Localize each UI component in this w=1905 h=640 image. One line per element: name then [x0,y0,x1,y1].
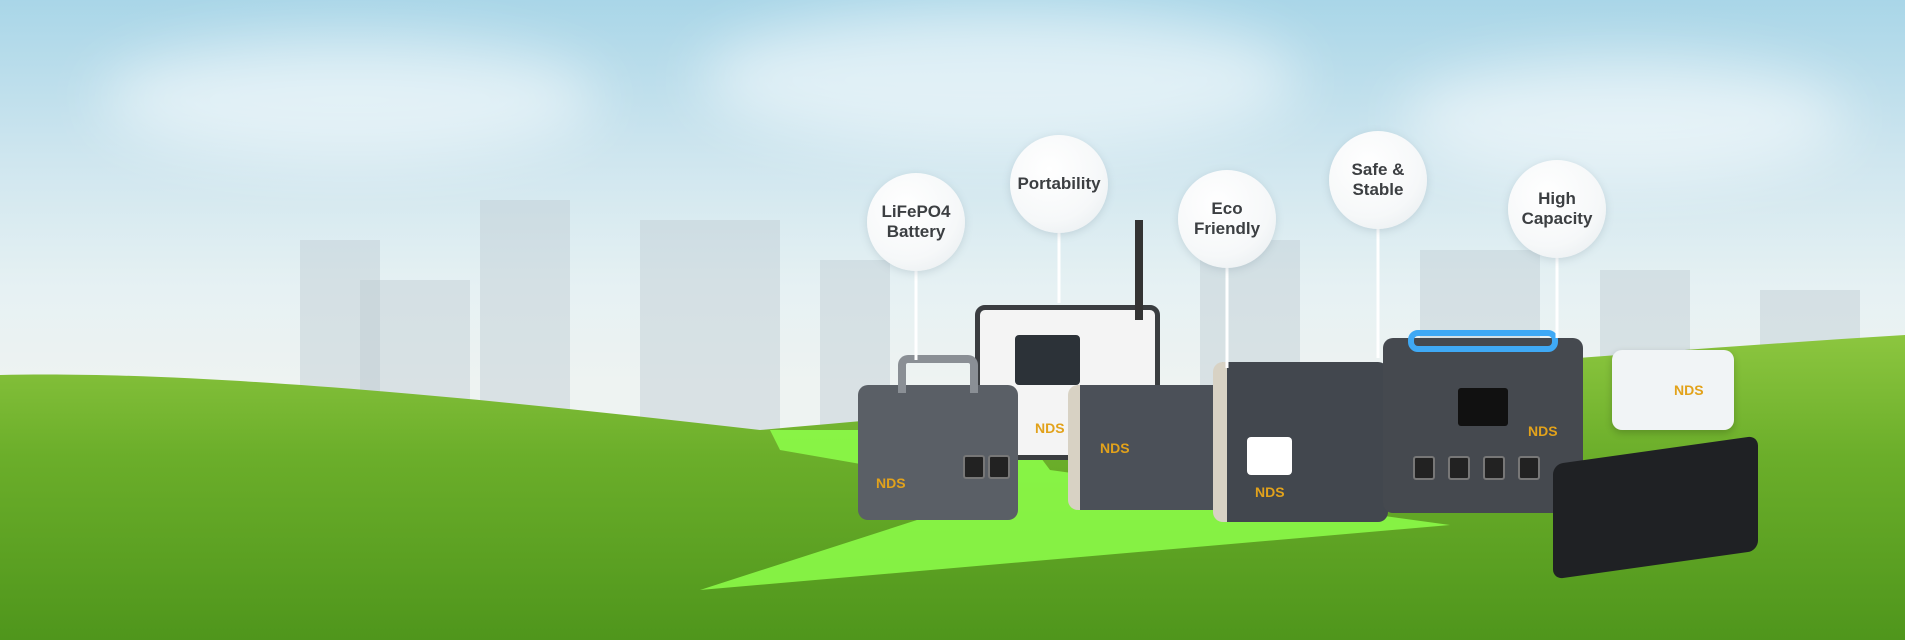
cloud [700,10,1300,150]
bubble-stem [1555,258,1559,338]
product-large-station: NDS [1213,362,1388,522]
feature-portability: Portability [1010,135,1108,233]
product-medium-station: NDS [1068,385,1233,510]
glowing-path [700,430,1450,590]
bubble-stem [1376,228,1380,358]
product-small-station: NDS [858,355,1018,520]
bubble-stem [1225,268,1229,368]
feature-safe-stable: Safe &Stable [1329,131,1427,229]
bubble-stem [914,270,918,360]
cloud [1400,60,1850,180]
product-high-capacity-station: NDS [1383,330,1583,513]
antenna [1135,220,1143,320]
cloud [100,40,600,160]
bubble-stem [1057,233,1061,303]
product-white-battery: NDS [1612,350,1734,430]
